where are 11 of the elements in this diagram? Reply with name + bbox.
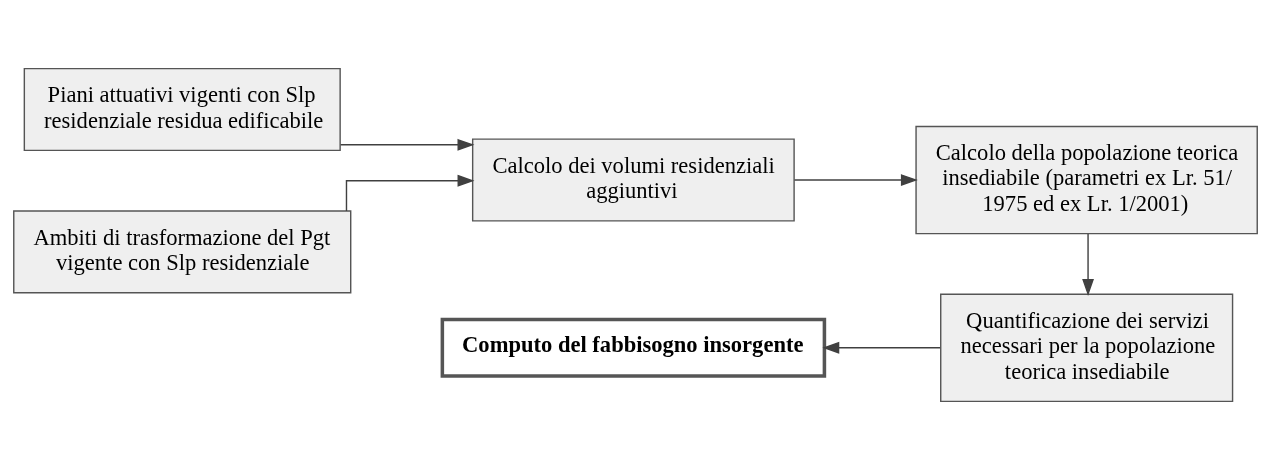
node-box: Quantificazione dei servizi necessari per la popolazione teorica insediabile bbox=[940, 293, 1234, 403]
arrow bbox=[345, 174, 475, 212]
arrow bbox=[822, 341, 941, 354]
node-box: Computo del fabbisogno insorgente bbox=[440, 317, 827, 378]
node-box: Piani attuativi vigenti con Slp residenziale residua edificabile bbox=[23, 67, 341, 152]
node-box: Calcolo dei volumi residenziali aggiuntivi bbox=[471, 138, 795, 222]
arrow bbox=[339, 138, 475, 151]
arrow bbox=[793, 174, 918, 186]
node-box: Ambiti di trasformazione del Pgt vigente con Slp residenziale bbox=[13, 210, 352, 294]
node-box: Calcolo della popolazione teorica insediabile (parametri ex Lr. 51/ 1975 ed ex Lr. 1/2001) bbox=[915, 125, 1258, 235]
arrow bbox=[1082, 233, 1094, 296]
